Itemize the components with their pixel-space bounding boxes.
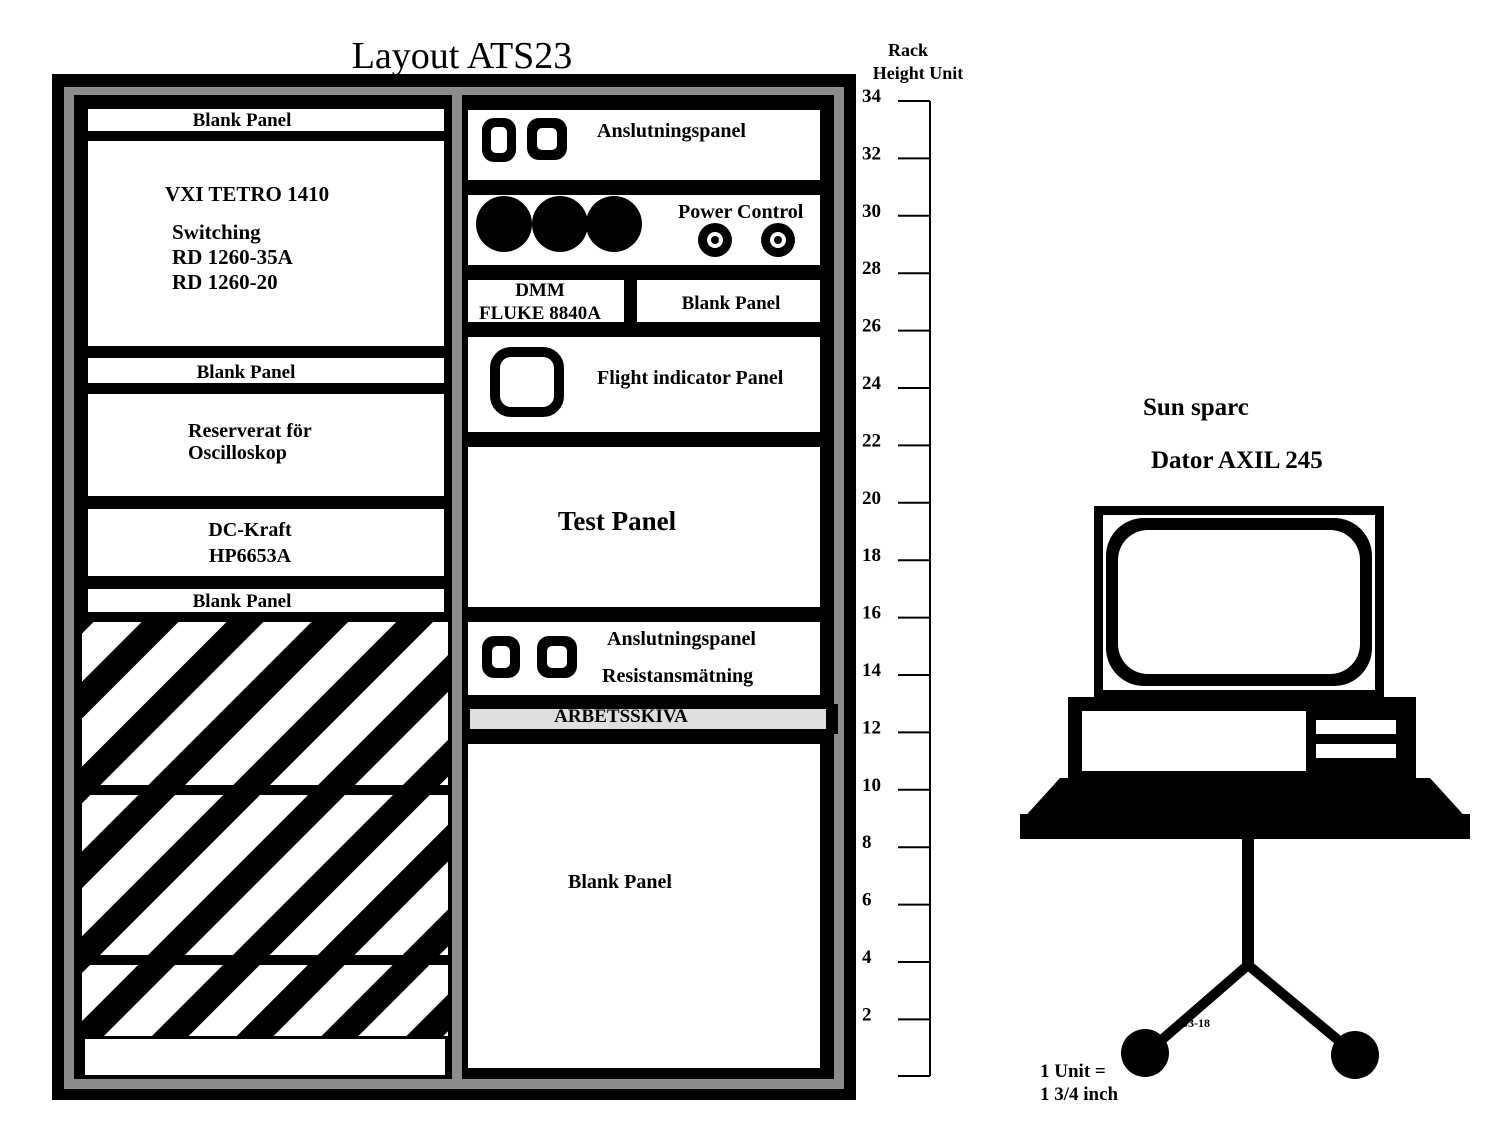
scale-tick-label: 32 — [862, 143, 881, 164]
connection-panel-bottom — [468, 622, 820, 695]
oscilloscope-panel — [88, 394, 444, 496]
scale-header-line2: Height Unit — [873, 63, 964, 83]
flight-indicator-label: Flight indicator Panel — [597, 367, 784, 389]
dmm-line2: FLUKE 8840A — [479, 303, 601, 324]
caster-wheel-icon — [1331, 1031, 1379, 1079]
computer-workstation: Sun sparc Dator AXIL 245 -03-18 — [1020, 394, 1470, 1079]
table-pole — [1242, 838, 1254, 968]
scale-tick-label: 30 — [862, 201, 881, 222]
blank-panel-mid-label: Blank Panel — [197, 362, 296, 383]
scale-tick-label: 16 — [862, 603, 881, 624]
connector-icon — [482, 118, 516, 162]
connection-panel-bottom-line1: Anslutningspanel — [607, 628, 756, 650]
hatched-area — [82, 622, 448, 1036]
vxi-rd2: RD 1260-20 — [172, 270, 278, 294]
connector-icon — [527, 118, 567, 160]
power-knob-icon — [476, 196, 532, 252]
scale-tick-label: 8 — [862, 832, 872, 853]
computer-line1: Sun sparc — [1143, 394, 1249, 421]
oscilloscope-line1: Reserverat för — [188, 420, 312, 442]
power-switch-icon — [698, 223, 732, 257]
blank-panel-low-label: Blank Panel — [193, 591, 292, 612]
scale-tick-label: 22 — [862, 430, 881, 451]
table-top — [1020, 778, 1470, 822]
scale-tick-label: 24 — [862, 373, 882, 394]
rack-height-scale: Rack Height Unit 34323028262422201816141… — [862, 40, 964, 1077]
scale-tick-label: 2 — [862, 1004, 872, 1025]
scale-tick-label: 18 — [862, 545, 881, 566]
scale-tick-label: 14 — [862, 660, 882, 681]
scale-tick-label: 6 — [862, 890, 872, 911]
worktop-label: ARBETSSKIVA — [554, 706, 688, 727]
vxi-panel — [88, 141, 444, 346]
blank-panel-large-label: Blank Panel — [568, 871, 672, 893]
scale-tick-label: 34 — [862, 86, 882, 107]
power-knob-icon — [532, 196, 588, 252]
scale-tick-label: 28 — [862, 258, 881, 279]
right-column: Anslutningspanel Power Control DMM FLUKE… — [462, 110, 838, 1068]
blank-panel-large — [468, 744, 820, 1068]
scale-tick-label: 20 — [862, 488, 881, 509]
table-leg — [1244, 961, 1354, 1054]
blank-panel-top-label: Blank Panel — [193, 110, 292, 131]
computer-case-icon — [1068, 697, 1416, 779]
blank-panel-top — [88, 109, 444, 131]
center-divider — [452, 95, 462, 1079]
connector-icon — [537, 636, 577, 678]
diagram-title: Layout ATS23 — [352, 35, 573, 77]
test-panel-label: Test Panel — [558, 506, 677, 536]
bottom-base-panel — [83, 1037, 447, 1077]
scale-tick-label: 12 — [862, 717, 881, 738]
dmm-panel — [468, 280, 624, 322]
vxi-rd1: RD 1260-35A — [172, 245, 294, 269]
vxi-label: VXI TETRO 1410 — [165, 182, 329, 206]
scale-tick-label: 10 — [862, 775, 881, 796]
connection-panel-top — [468, 110, 820, 180]
computer-line2: Dator AXIL 245 — [1151, 447, 1323, 474]
dc-power-line1: DC-Kraft — [208, 519, 292, 541]
oscilloscope-line2: Oscilloskop — [188, 442, 287, 464]
monitor-icon — [1094, 506, 1384, 698]
test-panel — [468, 447, 820, 607]
caster-wheel-icon — [1121, 1029, 1169, 1077]
table-leg — [1146, 961, 1252, 1054]
blank-panel-low — [88, 589, 444, 612]
scale-header-line1: Rack — [888, 40, 928, 60]
unit-note-line2: 1 3/4 inch — [1040, 1084, 1119, 1105]
power-switch-icon — [761, 223, 795, 257]
connection-panel-top-label: Anslutningspanel — [597, 120, 746, 142]
dc-power-panel — [88, 509, 444, 576]
blank-panel-small — [637, 280, 820, 322]
connector-icon — [482, 636, 520, 678]
date-stamp: -03-18 — [1178, 1016, 1210, 1030]
dmm-line1: DMM — [515, 280, 565, 301]
unit-note-line1: 1 Unit = — [1040, 1061, 1106, 1082]
scale-tick-label: 26 — [862, 316, 881, 337]
connection-panel-bottom-line2: Resistansmätning — [602, 665, 753, 687]
power-knob-icon — [586, 196, 642, 252]
vxi-switching: Switching — [172, 220, 261, 244]
blank-panel-small-label: Blank Panel — [682, 293, 781, 314]
power-control-label: Power Control — [678, 201, 804, 223]
dc-power-line2: HP6653A — [209, 545, 292, 567]
blank-panel-mid — [88, 358, 444, 383]
scale-tick-label: 4 — [862, 947, 872, 968]
left-column: Blank Panel VXI TETRO 1410 Switching RD … — [82, 109, 448, 1077]
flight-indicator-icon — [490, 347, 564, 417]
